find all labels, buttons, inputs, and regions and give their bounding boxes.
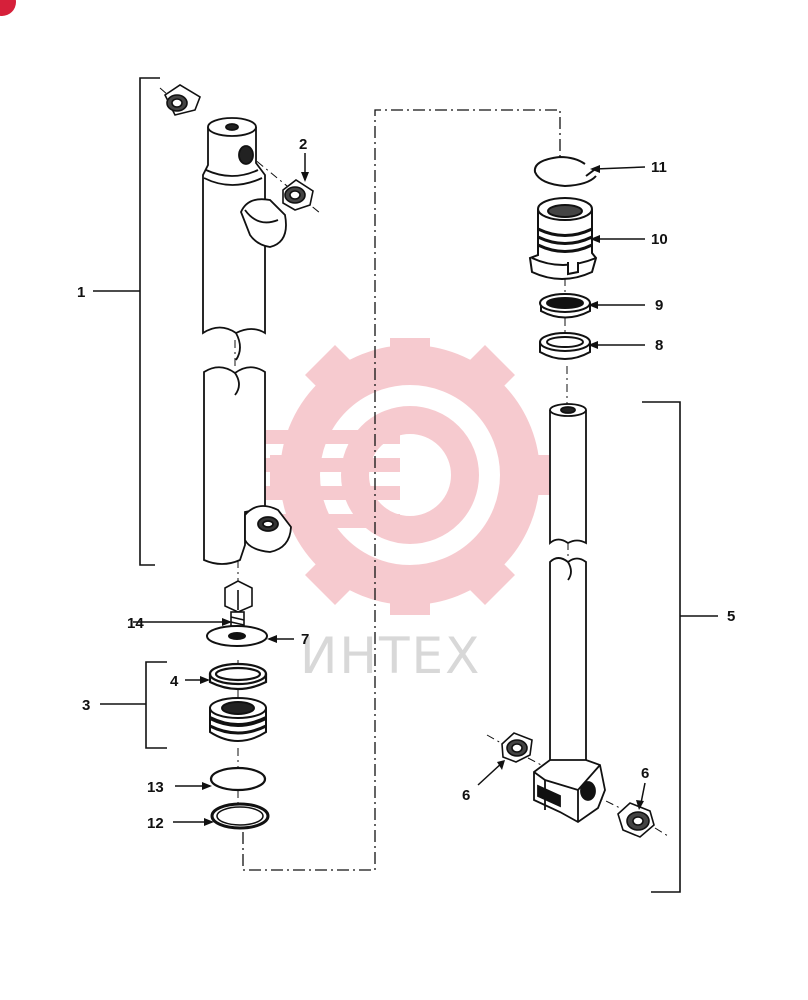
cylinder-barrel-upper — [202, 117, 287, 361]
callout-8: 8 — [655, 337, 663, 354]
piston-rod-upper — [549, 403, 587, 545]
callout-6-left: 6 — [462, 787, 470, 804]
bushing-6-right — [617, 802, 655, 838]
callout-12: 12 — [147, 815, 164, 832]
bracket-1 — [93, 77, 160, 566]
ring-8 — [539, 332, 591, 360]
callout-4: 4 — [170, 673, 179, 690]
corner-badge — [0, 0, 16, 16]
callout-10: 10 — [651, 231, 668, 248]
o-ring-13 — [209, 766, 267, 792]
assembly-connector-line — [242, 109, 561, 871]
callout-3: 3 — [82, 697, 90, 714]
ring-12 — [210, 802, 270, 830]
bushing-top-left — [163, 84, 201, 116]
bushing-2 — [282, 179, 314, 211]
callout-6-right: 6 — [641, 765, 649, 782]
callout-13: 13 — [147, 779, 164, 796]
cylinder-barrel-lower — [203, 366, 292, 565]
gland-10 — [528, 197, 598, 280]
leader-arrowheads — [200, 165, 644, 826]
watermark-gear-logo — [240, 338, 550, 615]
callout-5: 5 — [727, 608, 735, 625]
callout-9: 9 — [655, 297, 663, 314]
leader-lines — [133, 153, 646, 823]
seal-ring-4 — [208, 662, 268, 691]
snap-ring-11 — [533, 155, 597, 188]
callout-7: 7 — [301, 631, 309, 648]
callout-2: 2 — [299, 136, 307, 153]
watermark-text: ИНТЕХ — [300, 627, 481, 685]
piston-rod-lower — [533, 557, 606, 824]
bracket-3 — [100, 661, 167, 749]
callout-11: 11 — [651, 159, 667, 176]
bracket-5 — [642, 401, 718, 893]
bushing-6-left — [501, 732, 533, 763]
callout-1: 1 — [77, 284, 85, 301]
piston-3 — [209, 697, 267, 742]
callout-14: 14 — [127, 615, 144, 632]
washer-7 — [206, 625, 268, 647]
ring-9 — [539, 293, 591, 319]
